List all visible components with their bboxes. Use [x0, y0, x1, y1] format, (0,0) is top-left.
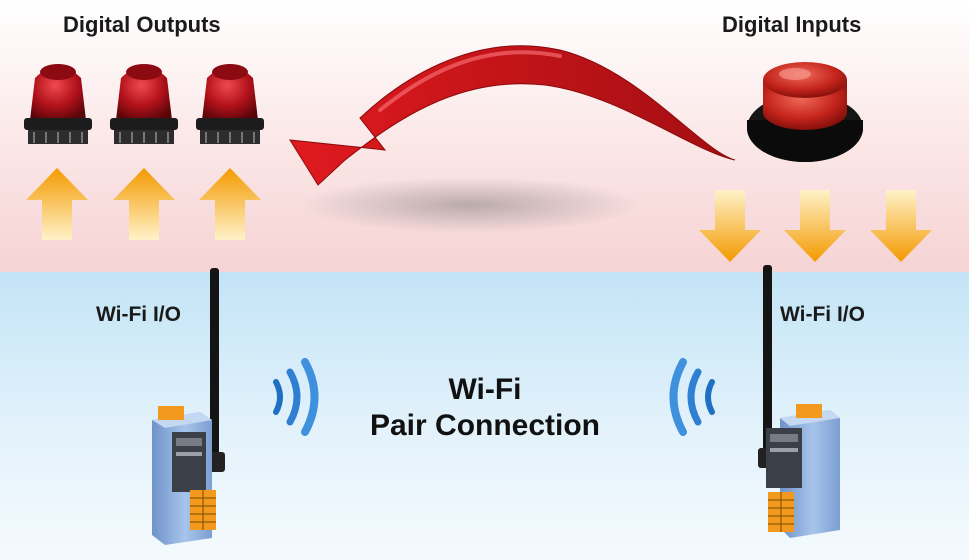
signal-lamp-icon — [196, 64, 264, 144]
wifi-io-label-left: Wi-Fi I/O — [96, 303, 181, 326]
output-lamp-3 — [196, 64, 264, 144]
down-arrow-icon — [784, 190, 846, 262]
pair-connection-caption: Wi-Fi Pair Connection — [335, 372, 635, 444]
signal-lamp-icon — [110, 64, 178, 144]
caption-line-1: Wi-Fi — [448, 373, 522, 406]
antenna-icon — [210, 268, 219, 458]
digital-outputs-title: Digital Outputs — [63, 12, 221, 37]
up-arrow-icon — [199, 168, 261, 240]
output-lamp-2 — [110, 64, 178, 144]
digital-inputs-title: Digital Inputs — [722, 12, 862, 37]
signal-lamp-icon — [24, 64, 92, 144]
input-button — [747, 62, 863, 162]
output-lamp-1 — [24, 64, 92, 144]
wifi-io-device-right — [758, 265, 840, 538]
wifi-waves-icon — [273, 358, 319, 436]
wifi-waves-icon — [669, 358, 715, 436]
antenna-icon — [763, 265, 772, 455]
down-arrow-icon — [699, 190, 761, 262]
up-arrow-icon — [26, 168, 88, 240]
wifi-io-device-left — [152, 268, 225, 545]
curved-arrow-icon — [289, 45, 736, 186]
curved-arrow-shadow — [300, 177, 640, 233]
wifi-io-label-right: Wi-Fi I/O — [780, 303, 865, 326]
up-arrow-icon — [113, 168, 175, 240]
push-button-icon — [747, 62, 863, 162]
caption-line-2: Pair Connection — [369, 409, 601, 442]
down-arrow-icon — [870, 190, 932, 262]
